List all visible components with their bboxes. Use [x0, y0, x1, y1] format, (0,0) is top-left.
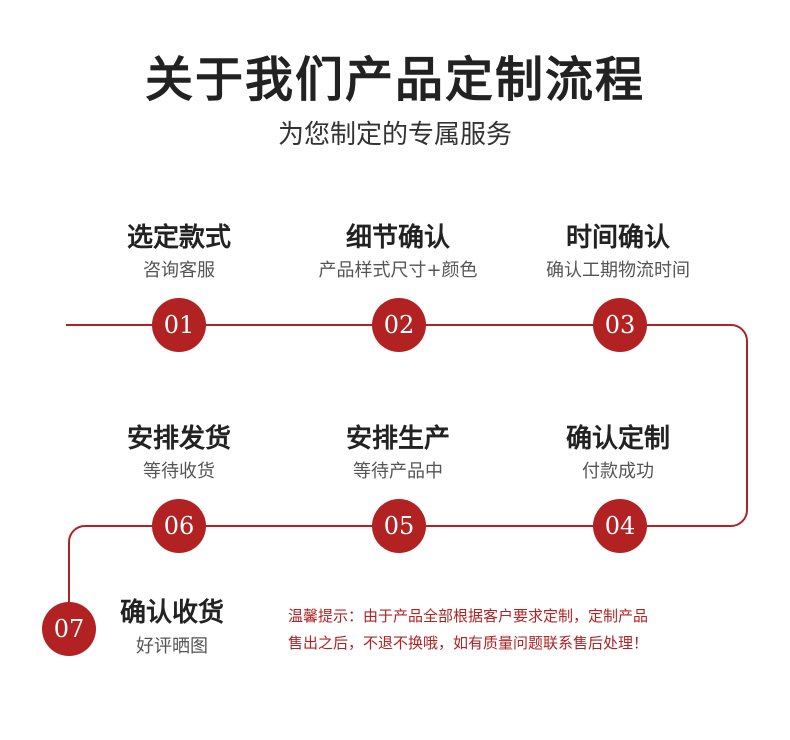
step-07-title: 确认收货	[119, 598, 224, 628]
step-02-title: 细节确认	[345, 223, 450, 253]
step-07-number-badge: 07	[42, 602, 96, 656]
step-04-title: 确认定制	[565, 424, 670, 454]
step-02-number-badge: 02	[372, 298, 426, 352]
step-05-title: 安排生产	[345, 424, 450, 454]
step-04-subtitle: 付款成功	[582, 461, 654, 482]
step-07-subtitle: 好评晒图	[136, 636, 208, 657]
warm-tip-line-2: 售出之后，不退不换哦，如有质量问题联系售后处理！	[288, 634, 649, 652]
warm-tip-line-1: 温馨提示：由于产品全部根据客户要求定制，定制产品	[288, 607, 649, 625]
step-03-number-badge: 03	[593, 298, 647, 352]
step-01-title: 选定款式	[126, 223, 231, 253]
step-05-subtitle: 等待产品中	[353, 461, 443, 482]
step-04-number-badge: 04	[593, 499, 647, 553]
step-01-subtitle: 咨询客服	[143, 260, 215, 281]
step-06-title: 安排发货	[126, 424, 231, 454]
step-06-number-badge: 06	[152, 499, 206, 553]
step-03-subtitle: 确认工期物流时间	[546, 260, 690, 281]
step-03-title: 时间确认	[565, 223, 670, 253]
step-06-subtitle: 等待收货	[143, 461, 215, 482]
page-subtitle: 为您制定的专属服务	[277, 120, 512, 150]
warm-tip-note: 温馨提示：由于产品全部根据客户要求定制，定制产品 售出之后，不退不换哦，如有质量…	[288, 603, 768, 657]
step-02-subtitle: 产品样式尺寸+颜色	[318, 260, 478, 281]
page-title: 关于我们产品定制流程	[144, 52, 645, 108]
step-01-number-badge: 01	[152, 298, 206, 352]
step-05-number-badge: 05	[372, 499, 426, 553]
